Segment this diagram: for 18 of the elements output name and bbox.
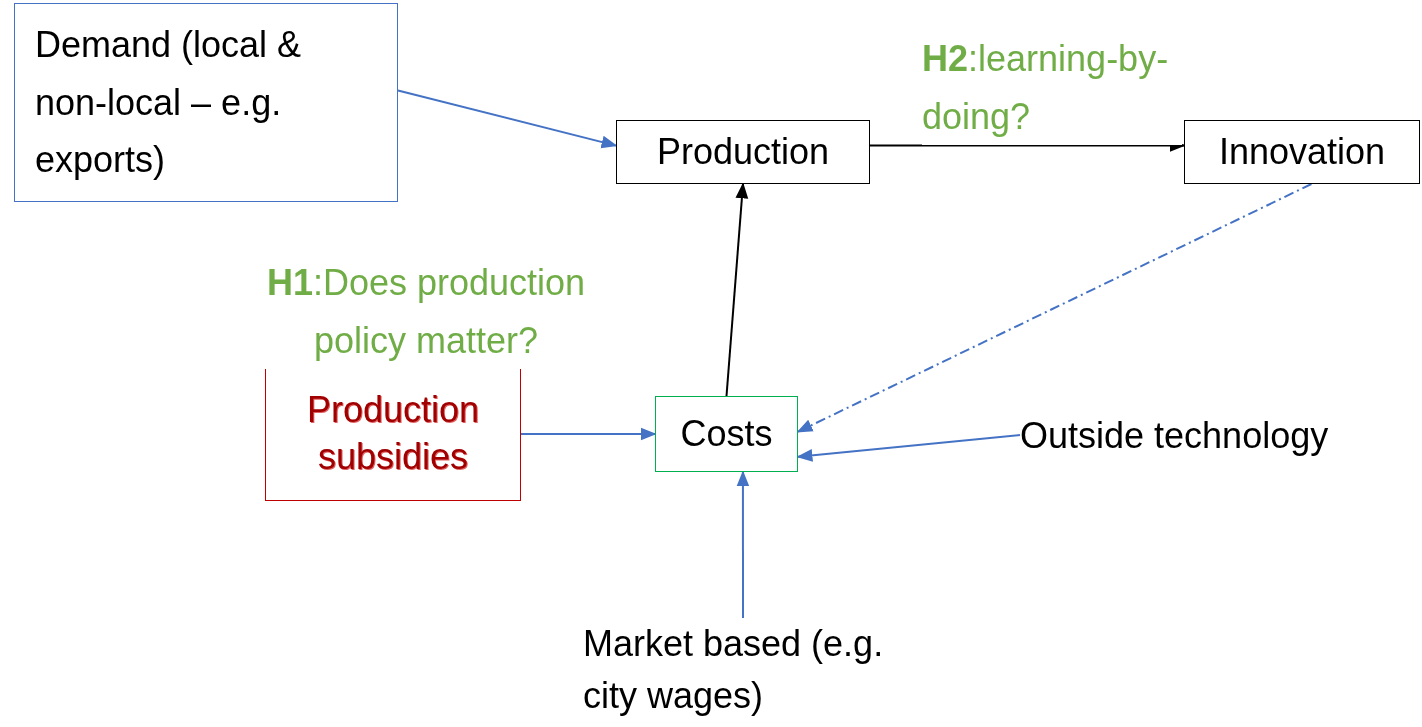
process-box xyxy=(616,120,870,184)
node-label: Demand (local & non-local – e.g. exports) xyxy=(35,23,303,183)
policy-box xyxy=(265,367,521,501)
node-text: Market based (e.g. city wages) xyxy=(583,618,903,726)
process-box xyxy=(655,396,798,472)
arrow xyxy=(736,470,750,619)
arrow xyxy=(520,427,657,441)
arrow xyxy=(397,89,618,149)
node-label: Costs xyxy=(680,412,773,457)
input-box xyxy=(14,3,398,202)
node-label: Production xyxy=(656,130,830,175)
arrow xyxy=(796,183,1313,433)
process-box xyxy=(1184,120,1420,184)
arrow xyxy=(725,182,749,397)
node-label: Innovation xyxy=(1218,130,1386,175)
node-label: Production subsidies xyxy=(305,388,481,479)
node-text: Outside technology xyxy=(1020,410,1416,460)
arrow xyxy=(796,434,1021,462)
